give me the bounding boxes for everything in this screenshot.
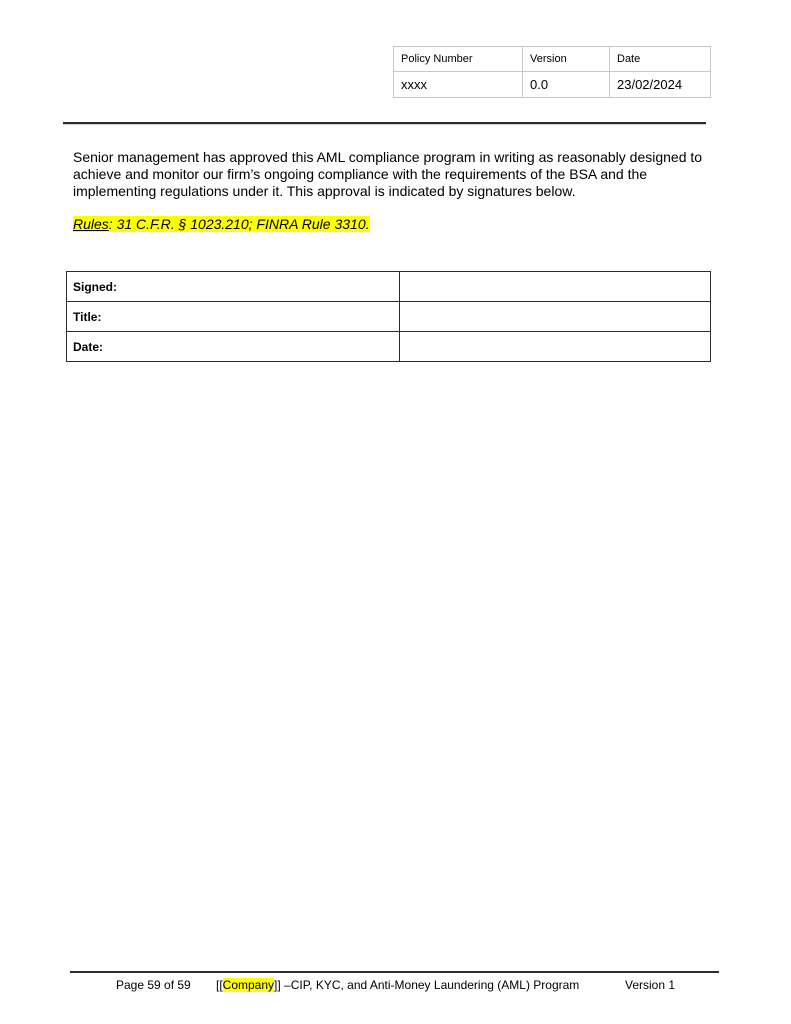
policy-values-row: xxxx 0.0 23/02/2024: [393, 71, 711, 98]
header-divider: [63, 122, 706, 125]
date-field[interactable]: [399, 331, 711, 362]
signature-row-title: Title:: [66, 301, 711, 332]
footer-page-number: Page 59 of 59: [116, 978, 191, 992]
rules-citation: Rules: 31 C.F.R. § 1023.210; FINRA Rule …: [73, 216, 370, 233]
policy-header-table: Policy Number Version Date xxxx 0.0 23/0…: [393, 46, 711, 98]
rules-text: : 31 C.F.R. § 1023.210; FINRA Rule 3310.: [108, 216, 370, 232]
title-field[interactable]: [399, 301, 711, 332]
footer-title-suffix: ]] –CIP, KYC, and Anti-Money Laundering …: [274, 978, 580, 992]
signed-field[interactable]: [399, 271, 711, 302]
signed-label: Signed:: [66, 271, 400, 302]
footer-company-placeholder: Company: [222, 978, 275, 992]
date-value: 23/02/2024: [609, 71, 711, 98]
date-header: Date: [609, 46, 711, 72]
version-value: 0.0: [522, 71, 610, 98]
rules-label: Rules: [73, 216, 109, 232]
policy-number-header: Policy Number: [393, 46, 523, 72]
title-label: Title:: [66, 301, 400, 332]
footer-divider: [70, 971, 719, 973]
policy-number-value: xxxx: [393, 71, 523, 98]
date-label: Date:: [66, 331, 400, 362]
footer-version: Version 1: [625, 978, 676, 992]
signature-row-signed: Signed:: [66, 271, 711, 302]
approval-paragraph: Senior management has approved this AML …: [73, 149, 703, 199]
signature-row-date: Date:: [66, 331, 711, 362]
footer-document-title: [[Company]] –CIP, KYC, and Anti-Money La…: [216, 978, 579, 992]
policy-header-row: Policy Number Version Date: [393, 46, 711, 72]
version-header: Version: [522, 46, 610, 72]
footer-title-prefix: [[: [216, 978, 223, 992]
signature-table: Signed: Title: Date:: [66, 271, 711, 362]
